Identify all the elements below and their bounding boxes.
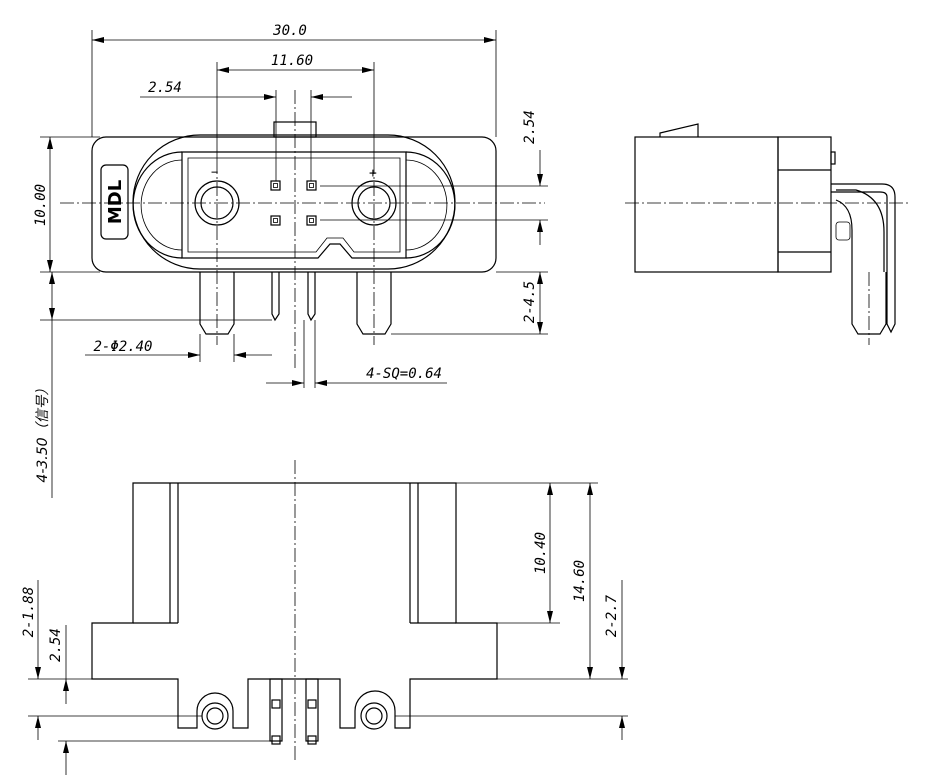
side-top-tab (659, 123, 699, 137)
side-body (634, 136, 779, 273)
brand-logo-frame (100, 164, 129, 240)
dim-signal-offset: 2.54 (522, 110, 538, 144)
bottom-body-outline (91, 482, 498, 729)
dim-pin-length: 2-4.5 (522, 281, 538, 323)
signal-pins (270, 180, 317, 226)
front-left-slot (132, 151, 183, 259)
bottom-dimensions: 10.40 14.60 2-2.7 2-1.88 2.54 (21, 482, 628, 775)
brand-logo: MDL (105, 180, 126, 224)
front-right-slot (405, 151, 456, 259)
dim-overall-width: 30.0 (272, 23, 307, 39)
left-power-pin (199, 272, 235, 335)
front-cavity (181, 151, 407, 259)
dim-signal-pitch: 2.54 (148, 80, 182, 96)
bottom-right-pin (360, 702, 388, 730)
side-view (625, 123, 910, 345)
side-flange (777, 136, 832, 273)
dim-pin-diameter: 2-Φ2.40 (93, 339, 152, 355)
dim-signal-pin-size: 4-SQ=0.64 (366, 366, 442, 382)
dim-lower-pin: 2-2.7 (604, 594, 620, 637)
side-bent-pin (831, 183, 896, 334)
dim-signal-pin-length: 4-3.50（信号） (35, 381, 51, 482)
dim-depth-inner: 10.40 (533, 532, 549, 574)
right-power-pin (356, 272, 392, 335)
signal-pin-right (307, 272, 316, 322)
polarity-negative-mark: − (211, 165, 218, 179)
bottom-signal-pins (269, 678, 319, 745)
dim-depth-outer: 14.60 (572, 560, 588, 602)
dim-body-height: 10.00 (33, 184, 49, 226)
bottom-view (91, 460, 498, 760)
front-view: − + MDL (60, 90, 545, 370)
dim-pin-spacing: 11.60 (271, 53, 313, 69)
front-oval-body (132, 134, 456, 270)
front-dimensions: 30.0 11.60 2.54 10.00 2.54 2-4.5 2- (33, 23, 548, 498)
signal-pin-left (271, 272, 280, 322)
dim-flange-a: 2-1.88 (21, 587, 37, 638)
dim-flange-b: 2.54 (48, 628, 64, 662)
polarity-positive-mark: + (369, 166, 377, 181)
bottom-left-pin (201, 702, 229, 730)
